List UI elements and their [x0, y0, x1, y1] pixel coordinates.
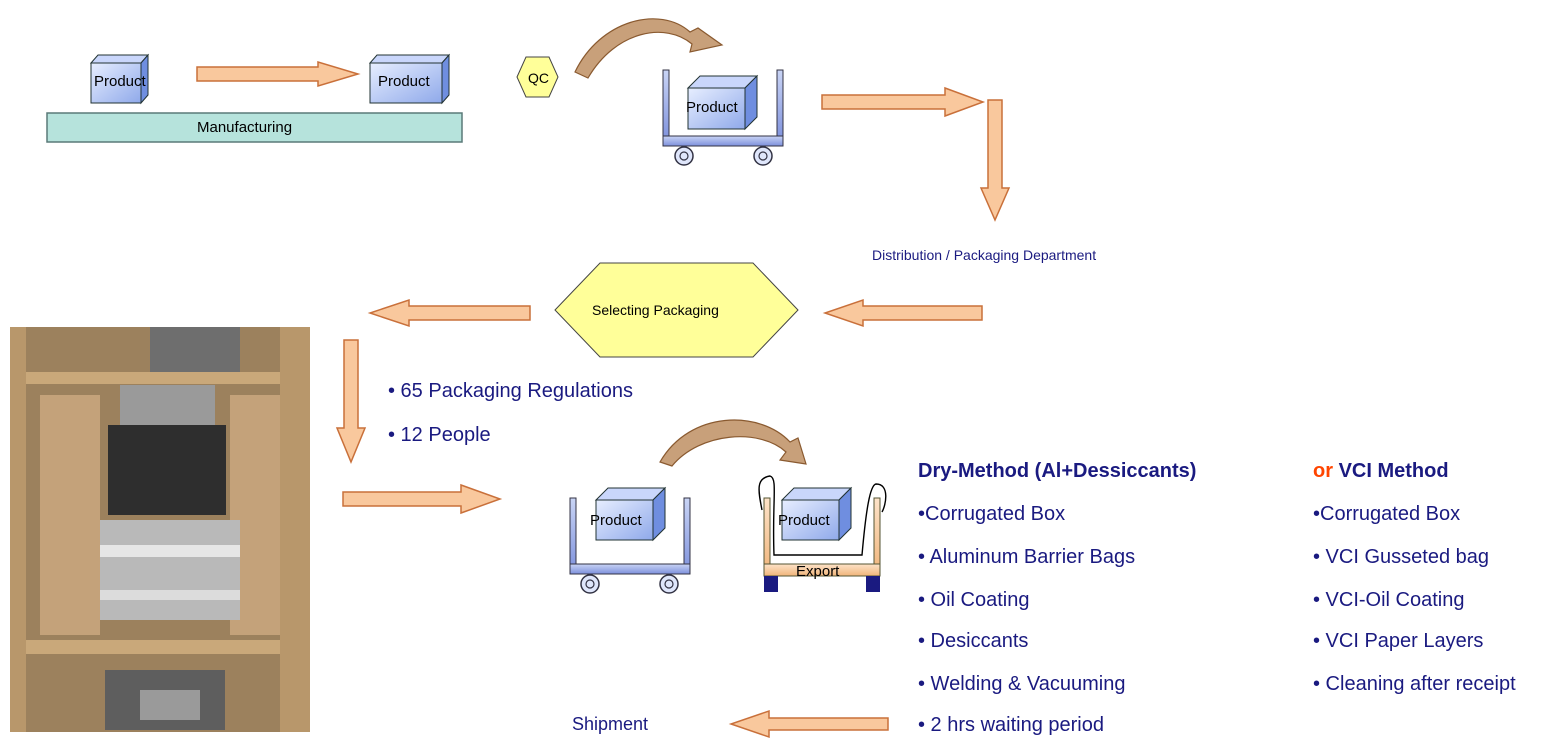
selecting-packaging-hexagon [554, 262, 799, 358]
vci-item-1: •Corrugated Box [1313, 503, 1461, 525]
dry-item-1: •Corrugated Box [918, 503, 1066, 525]
cart-top [662, 69, 784, 166]
or-word: or [1313, 460, 1333, 482]
arrow-to-shipment [728, 709, 889, 739]
product-label-2: Product [378, 73, 430, 90]
manufacturing-label: Manufacturing [197, 119, 293, 136]
product-label-cart-top: Product [686, 99, 738, 116]
product-label-export: Product [778, 512, 830, 529]
dry-item-3: • Oil Coating [918, 589, 1030, 611]
arrow-to-bottom-carts [342, 483, 503, 515]
vci-item-4: • VCI Paper Layers [1313, 630, 1484, 652]
packaging-photo [10, 327, 310, 732]
arrow-cart-to-distribution [821, 86, 986, 118]
stat-people: • 12 People [388, 424, 491, 446]
vci-item-2: • VCI Gusseted bag [1313, 546, 1489, 568]
arrow-from-selecting [367, 298, 531, 328]
product-label-1: Product [94, 73, 146, 90]
distribution-label: Distribution / Packaging Department [872, 247, 1097, 263]
product-label-cart-bottom: Product [590, 512, 642, 529]
dry-method-title: Dry-Method (Al+Dessiccants) [918, 460, 1197, 482]
vci-item-3: • VCI-Oil Coating [1313, 589, 1465, 611]
export-crate [758, 475, 887, 592]
manufacturing-belt [46, 112, 463, 143]
curved-arrow-top [574, 18, 724, 79]
shipment-label: Shipment [572, 714, 649, 734]
dry-item-2: • Aluminum Barrier Bags [918, 546, 1136, 568]
qc-hexagon [516, 56, 559, 98]
stat-regulations: • 65 Packaging Regulations [388, 380, 633, 402]
dry-item-5: • Welding & Vacuuming [918, 673, 1126, 695]
vci-method-title: or VCI Method [1313, 460, 1449, 483]
product-box-2 [368, 53, 451, 105]
vci-item-5: • Cleaning after receipt [1313, 673, 1516, 695]
selecting-packaging-label: Selecting Packaging [592, 302, 719, 318]
arrow-to-selecting [822, 298, 983, 328]
vci-title-text: VCI Method [1338, 460, 1449, 482]
dry-item-6: • 2 hrs waiting period [918, 714, 1104, 736]
product-box-1 [89, 53, 150, 105]
curved-arrow-bottom [659, 419, 807, 467]
arrow-product-to-product [196, 60, 361, 88]
export-label: Export [796, 563, 840, 580]
qc-label: QC [528, 70, 549, 86]
cart-bottom [569, 486, 691, 594]
arrow-down-left [335, 339, 367, 464]
dry-item-4: • Desiccants [918, 630, 1029, 652]
arrow-down-to-distribution [979, 99, 1011, 222]
